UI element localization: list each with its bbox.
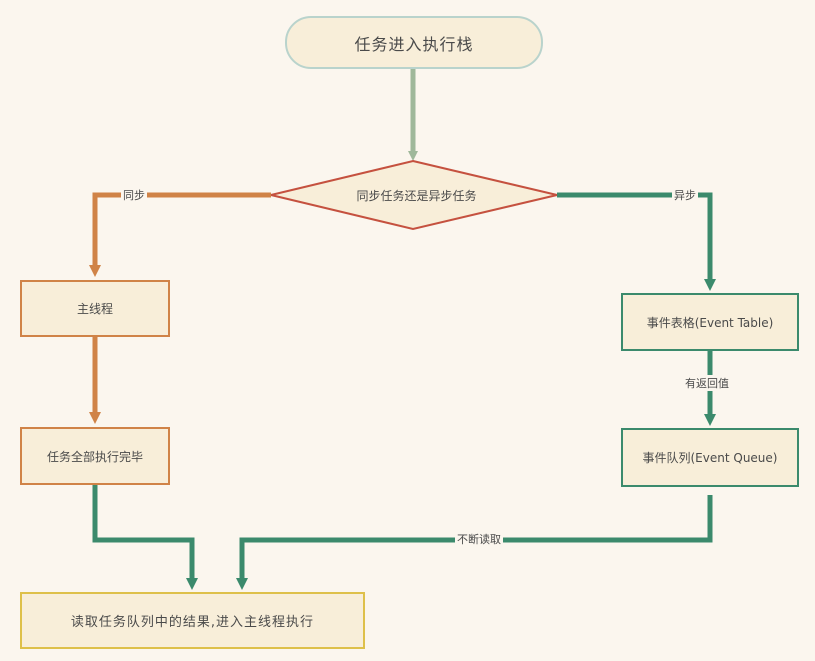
all-done-label: 任务全部执行完毕 bbox=[46, 449, 143, 464]
event-table-node: 事件表格(Event Table) bbox=[621, 293, 799, 351]
result-node: 读取任务队列中的结果,进入主线程执行 bbox=[20, 592, 365, 649]
edge-label-async: 异步 bbox=[672, 187, 698, 203]
event-table-label: 事件表格(Event Table) bbox=[646, 315, 774, 330]
decision-node-label: 同步任务还是异步任务 bbox=[356, 188, 477, 203]
main-thread-label: 主线程 bbox=[76, 302, 113, 316]
edge-sync bbox=[89, 192, 271, 277]
edge-label-callback: 有返回值 bbox=[683, 375, 731, 391]
decision-node: 同步任务还是异步任务 bbox=[275, 181, 558, 209]
start-node-label: 任务进入执行栈 bbox=[354, 34, 474, 54]
edge-done-to-result bbox=[92, 485, 198, 590]
edge-label-sync: 同步 bbox=[121, 187, 147, 203]
edge-label-read: 不断读取 bbox=[455, 531, 503, 547]
event-queue-node: 事件队列(Event Queue) bbox=[621, 428, 799, 487]
event-queue-label: 事件队列(Event Queue) bbox=[642, 451, 778, 465]
result-label: 读取任务队列中的结果,进入主线程执行 bbox=[70, 615, 315, 630]
start-node: 任务进入执行栈 bbox=[285, 16, 543, 69]
decision-diamond bbox=[270, 159, 558, 231]
edge-async bbox=[557, 192, 716, 291]
main-thread-node: 主线程 bbox=[20, 280, 170, 337]
all-done-node: 任务全部执行完毕 bbox=[20, 427, 170, 485]
